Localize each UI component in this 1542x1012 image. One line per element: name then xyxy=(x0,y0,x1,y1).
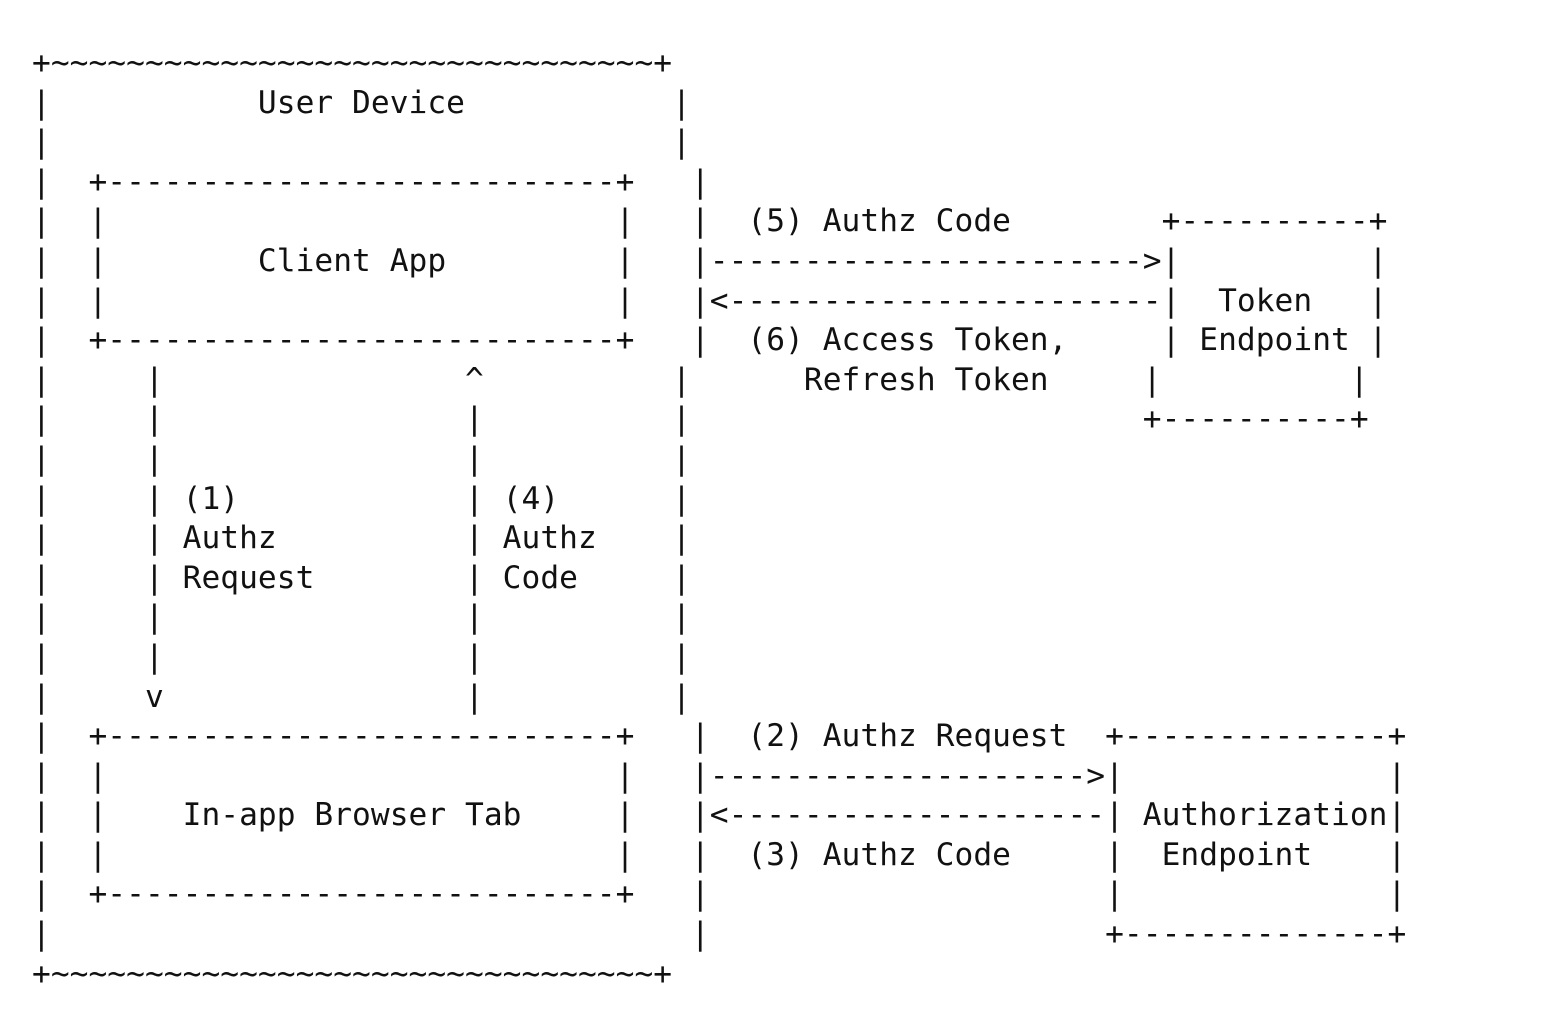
ascii-art-diagram: +~~~~~~~~~~~~~~~~~~~~~~~~~~~~~~~~+ | Use… xyxy=(32,45,1407,992)
